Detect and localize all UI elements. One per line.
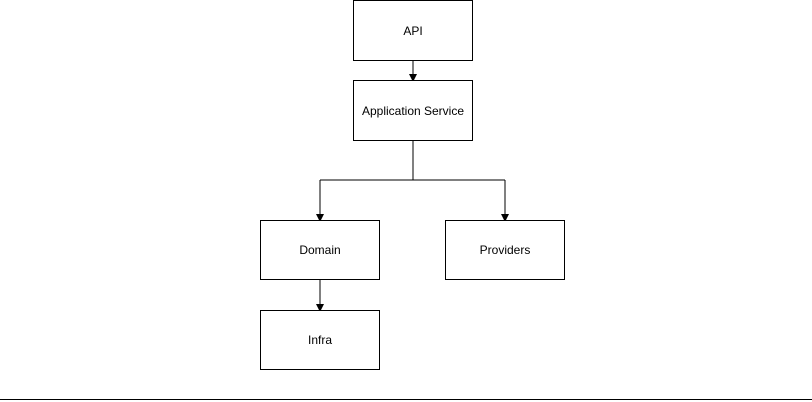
page-divider [0, 399, 812, 400]
node-api: API [353, 0, 473, 61]
node-infra-label: Infra [307, 333, 332, 347]
node-infra: Infra [260, 310, 380, 370]
node-domain-label: Domain [299, 243, 341, 257]
node-application-service: Application Service [353, 80, 473, 141]
node-providers: Providers [445, 220, 565, 280]
node-providers-label: Providers [479, 243, 531, 257]
node-domain: Domain [260, 220, 380, 280]
node-application-service-label: Application Service [361, 103, 465, 118]
node-api-label: API [403, 23, 423, 38]
